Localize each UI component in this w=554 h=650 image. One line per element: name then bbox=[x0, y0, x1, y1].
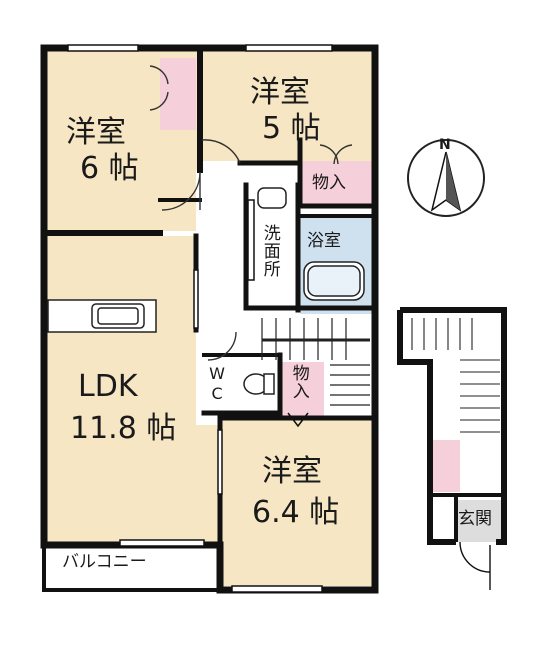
door-swings bbox=[149, 65, 353, 361]
bedroom-c-size: 6.4 帖 bbox=[252, 495, 340, 530]
bedroom-b-size: 5 帖 bbox=[262, 111, 321, 146]
wc-label: WC bbox=[207, 364, 227, 404]
sink bbox=[257, 187, 287, 209]
balcony-fill bbox=[50, 544, 210, 586]
storage-mid-label: 物入 bbox=[288, 364, 309, 400]
closet-a-fill bbox=[160, 58, 196, 130]
storage-mid-fill bbox=[280, 362, 324, 418]
bedroom-c-name: 洋室 bbox=[262, 454, 322, 489]
storage-arrows bbox=[287, 412, 309, 428]
room-fills bbox=[44, 51, 375, 586]
stairs-main bbox=[261, 318, 370, 406]
ldk-fill-lower bbox=[44, 425, 222, 543]
washroom-label: 洗面所 bbox=[259, 224, 280, 278]
bath-label: 浴室 bbox=[307, 231, 341, 251]
fixtures bbox=[47, 187, 365, 395]
bedroom-a-size: 6 帖 bbox=[80, 151, 139, 186]
bedroom-b-fill bbox=[200, 51, 372, 161]
bedroom-c-fill bbox=[222, 418, 375, 586]
balcony-label: バルコニー bbox=[62, 552, 147, 572]
storage-top-fill bbox=[300, 161, 372, 204]
compass-north-label: N bbox=[439, 137, 451, 153]
entrance-unit bbox=[397, 307, 507, 590]
storage-top-label: 物入 bbox=[312, 173, 346, 193]
bedroom-b-name: 洋室 bbox=[250, 75, 310, 110]
ldk-size: 11.8 帖 bbox=[70, 411, 177, 446]
entrance-label: 玄関 bbox=[458, 509, 492, 529]
bedroom-a-name: 洋室 bbox=[66, 115, 126, 150]
windows bbox=[67, 44, 333, 593]
ldk-name: LDK bbox=[78, 369, 138, 404]
compass bbox=[407, 139, 485, 217]
